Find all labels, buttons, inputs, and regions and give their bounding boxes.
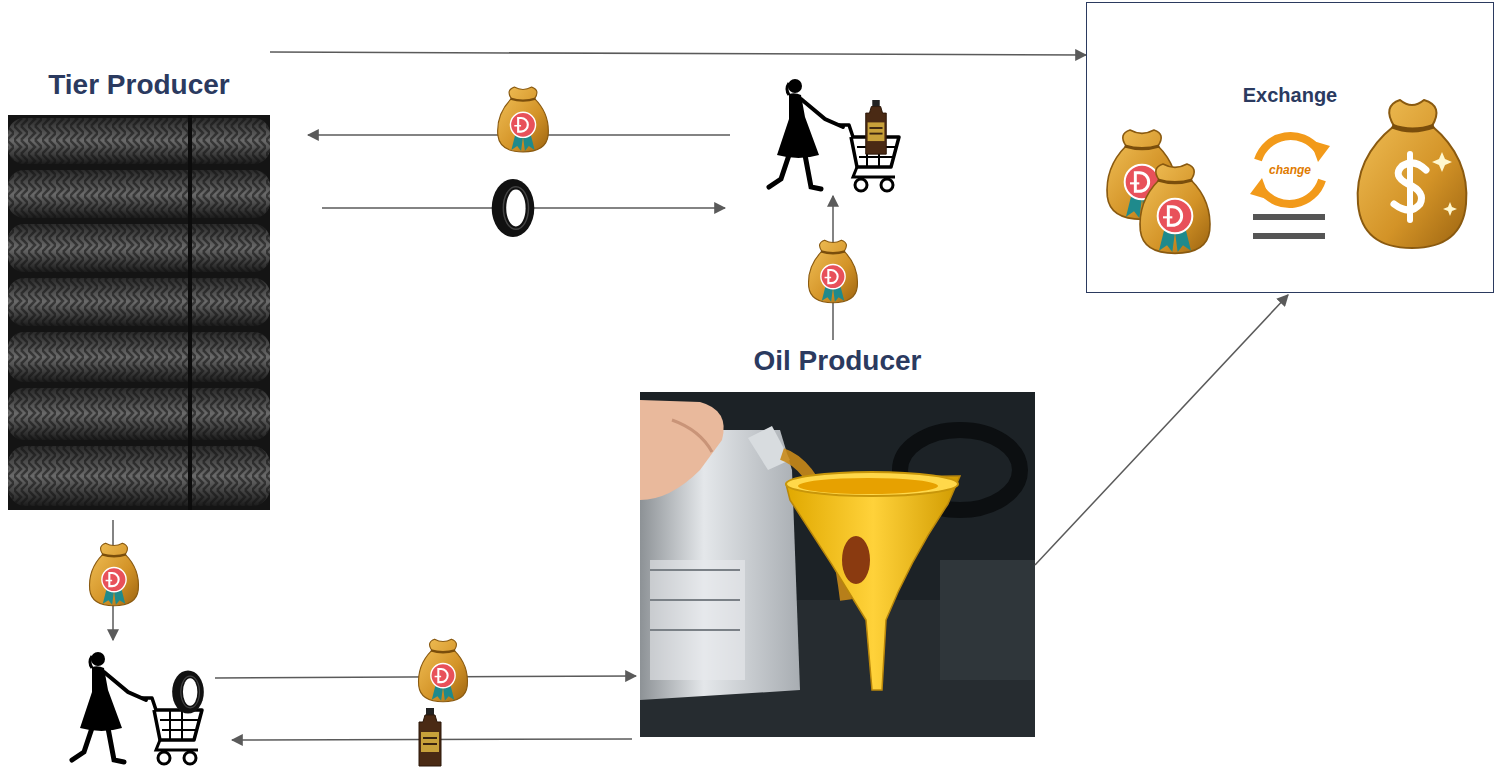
equals-sign — [1253, 214, 1325, 220]
node-heading: Exchange — [1087, 83, 1493, 107]
money-bag — [1140, 164, 1210, 253]
icon-label: change — [1269, 163, 1311, 177]
shopper-figure — [769, 79, 899, 191]
node-heading: Tier Producer — [8, 68, 270, 102]
tire-icon — [172, 670, 204, 713]
change-icon — [1250, 136, 1330, 204]
exchange-box: Exchange — [1086, 2, 1494, 293]
equals-sign — [1253, 233, 1325, 239]
oil-bottle — [866, 100, 887, 154]
money-bag — [809, 240, 858, 303]
flow-arrows — [113, 135, 833, 740]
dollar-bag — [1358, 100, 1467, 248]
money-bag — [498, 87, 549, 152]
money-bag — [419, 639, 468, 702]
tire-icon — [492, 179, 535, 237]
tire-photo — [8, 115, 270, 510]
money-bag — [90, 543, 139, 606]
flow-arrow — [270, 52, 1086, 55]
oil-bottle — [419, 708, 441, 766]
oil-photo — [640, 392, 1035, 737]
producer-node: Tier Producer — [8, 40, 270, 510]
flow-arrow — [1035, 295, 1288, 565]
node-heading: Oil Producer — [640, 344, 1035, 378]
producer-node: Oil Producer — [640, 338, 1035, 737]
